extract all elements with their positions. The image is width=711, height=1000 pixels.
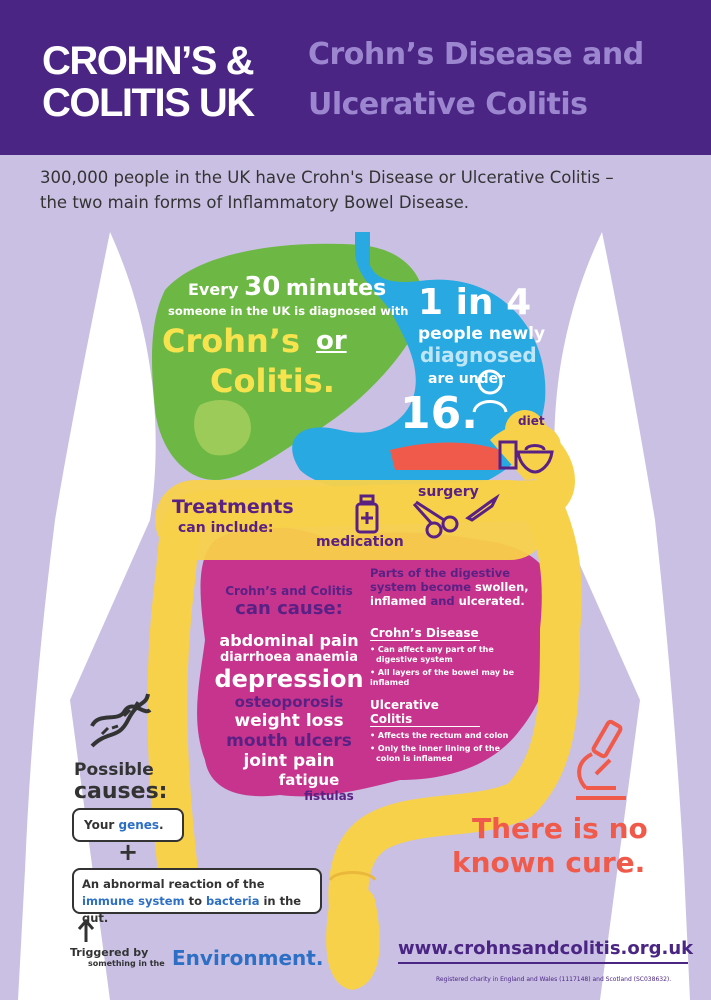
liver-stat-minutes: minutes bbox=[285, 276, 387, 301]
trigger-line-1: Triggered by bbox=[70, 946, 149, 959]
trigger-line-2: something in the bbox=[88, 959, 165, 968]
uc-bullet-2a: • Only the inner lining of the bbox=[370, 744, 500, 753]
intro-line-1: 300,000 people in the UK have Crohn's Di… bbox=[40, 168, 614, 187]
cure-line-1: There is no bbox=[472, 812, 648, 845]
scissors-icon bbox=[412, 500, 459, 539]
dna-icon bbox=[90, 693, 152, 748]
rectum-shape bbox=[326, 885, 380, 990]
symptom-item: fistulas bbox=[304, 789, 354, 803]
page-title-line-1: Crohn’s Disease and bbox=[308, 37, 644, 72]
child-icon bbox=[472, 369, 508, 413]
uc-bullet-1: • Affects the rectum and colon bbox=[370, 731, 509, 740]
symptom-item: osteoporosis bbox=[234, 693, 344, 711]
footer-charity: Registered charity in England and Wales … bbox=[436, 976, 672, 983]
symptom-item: mouth ulcers bbox=[226, 731, 352, 751]
symptom-item: anaemia bbox=[295, 650, 359, 665]
symptom-item: abdominal pain bbox=[219, 631, 359, 650]
symptoms-title-2: can cause: bbox=[235, 598, 343, 619]
immune-e: bacteria bbox=[205, 894, 260, 908]
trigger-text: Triggered by something in the bbox=[70, 946, 165, 968]
intro-line-2: the two main forms of Inflammatory Bowel… bbox=[40, 193, 470, 212]
immune-f: in the gut. bbox=[82, 894, 302, 925]
colon-shape bbox=[147, 410, 582, 940]
immune-a: An abnormal reaction of the bbox=[82, 877, 265, 891]
liver-stat-every: Every bbox=[188, 280, 239, 299]
causes-title: Possible causes: bbox=[74, 760, 167, 804]
plus-sign: + bbox=[118, 838, 139, 866]
environment-word: Environment. bbox=[172, 946, 324, 970]
bowl-icon bbox=[498, 440, 554, 474]
symptom-item: depression bbox=[214, 665, 364, 693]
genes-pre: Your bbox=[84, 818, 119, 832]
logo: CROHN’S & COLITIS UK bbox=[42, 39, 255, 125]
immune-d: to bbox=[184, 894, 206, 908]
crohns-bullet-2: • All layers of the bowel may be inflame… bbox=[370, 668, 515, 687]
header-banner bbox=[0, 0, 711, 155]
treatments-title: Treatments bbox=[172, 496, 294, 518]
genes-word: genes bbox=[118, 818, 160, 832]
info-swollen: swollen, bbox=[475, 580, 529, 594]
info-panel: Parts of the digestive system become swo… bbox=[370, 566, 550, 764]
symptom-row: diarrhoea anaemia bbox=[204, 650, 374, 665]
causes-title-1: Possible bbox=[74, 760, 154, 780]
cure-cure: cure. bbox=[555, 846, 646, 879]
liver-stat-or: or bbox=[316, 326, 347, 356]
info-inflamed: inflamed bbox=[370, 594, 427, 608]
symptoms-panel: Crohn’s and Colitis can cause: abdominal… bbox=[204, 584, 374, 803]
liver-stat-colitis: Colitis. bbox=[210, 362, 335, 400]
scalpel-icon bbox=[465, 494, 500, 522]
uc-bullet-2b: colon is inflamed bbox=[376, 754, 453, 763]
footer-url[interactable]: www.crohnsandcolitis.org.uk bbox=[398, 938, 694, 959]
symptom-item: fatigue bbox=[278, 771, 340, 789]
liver-stat: Every 30 minutes bbox=[188, 272, 408, 302]
symptoms-title-1: Crohn’s and Colitis bbox=[225, 584, 353, 598]
stomach-stat-line-4: are under bbox=[428, 371, 506, 387]
symptom-item: joint pain bbox=[243, 751, 335, 771]
liver-stat-number: 30 bbox=[244, 272, 281, 302]
liver-stat-line-2: someone in the UK is diagnosed with bbox=[168, 304, 409, 318]
treatment-medication: medication bbox=[316, 534, 404, 550]
info-intro-1: Parts of the digestive bbox=[370, 566, 511, 580]
uc-title: Ulcerative Colitis bbox=[370, 698, 480, 727]
page-title: Crohn’s Disease and Ulcerative Colitis bbox=[308, 30, 644, 130]
treatment-diet: diet bbox=[518, 414, 545, 428]
logo-line-2: COLITIS UK bbox=[42, 81, 255, 125]
intro-text: 300,000 people in the UK have Crohn's Di… bbox=[40, 165, 680, 215]
immune-c: system bbox=[138, 894, 185, 908]
crohns-bullet-1b: digestive system bbox=[376, 655, 453, 664]
small-intestine-shape bbox=[197, 526, 556, 797]
immune-box: An abnormal reaction of the immune syste… bbox=[72, 868, 322, 925]
info-intro-2: system become swollen, bbox=[370, 580, 550, 594]
genes-post: . bbox=[159, 818, 164, 832]
causes-title-2: causes: bbox=[74, 779, 168, 804]
microscope-icon bbox=[576, 719, 626, 800]
logo-line-1: CROHN’S & bbox=[42, 39, 254, 83]
cure-line-2: known cure. bbox=[452, 846, 645, 879]
symptom-item: diarrhoea bbox=[219, 650, 292, 665]
crohns-title: Crohn’s Disease bbox=[370, 626, 480, 641]
arrow-up-icon bbox=[77, 918, 95, 942]
info-ulcerated: ulcerated. bbox=[458, 594, 525, 608]
immune-b: immune bbox=[82, 894, 135, 908]
genes-box: Your genes. bbox=[72, 808, 184, 842]
liver-stat-crohns: Crohn’s bbox=[162, 322, 301, 360]
info-intro-3: inflamed and ulcerated. bbox=[370, 594, 550, 608]
stomach-stat-ratio: 1 in 4 bbox=[418, 282, 532, 323]
page-title-line-2: Ulcerative Colitis bbox=[308, 87, 588, 122]
stomach-stat-line-3: diagnosed bbox=[420, 343, 537, 367]
stomach-shape bbox=[292, 232, 546, 496]
stomach-stat-age: 16. bbox=[400, 388, 478, 439]
symptom-item: weight loss bbox=[234, 711, 344, 731]
info-intro-2a: system become bbox=[370, 580, 476, 594]
cure-known: known bbox=[452, 846, 556, 879]
stomach-stat-line-2: people newly bbox=[418, 324, 546, 344]
treatments-subtitle: can include: bbox=[178, 520, 274, 536]
crohns-bullet-1a: • Can affect any part of the bbox=[370, 645, 494, 654]
footer-underline bbox=[398, 962, 688, 964]
info-and: and bbox=[426, 594, 459, 608]
pill-bottle-icon bbox=[355, 494, 379, 534]
treatment-surgery: surgery bbox=[418, 484, 479, 500]
